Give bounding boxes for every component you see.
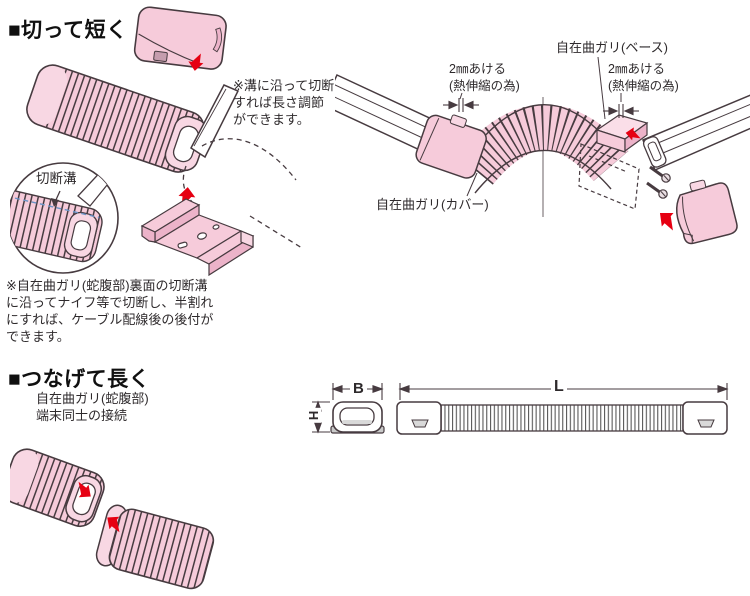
height-dimension-label: H [306,407,322,424]
base-mount-dashed-outline [578,143,640,210]
right-duct [642,94,750,171]
gap-left-label: 2㎜あける (熱伸縮の為) [449,62,520,93]
product-side-view [396,401,728,435]
duct-end-left [10,448,105,528]
connect-illustration [10,448,215,590]
corner-assembly-illustration [335,56,750,245]
cut-short-illustration [10,6,303,277]
cover-connector [415,114,487,179]
width-dimension-label: B [350,380,367,397]
detached-cover-piece [675,179,738,245]
duct-end-right [95,504,215,590]
dimension-diagram [312,383,729,435]
section-connect-heading: ■つなげて長く [8,368,151,391]
cut-groove-label: 切断溝 [36,171,77,186]
gap-right-label: 2㎜あける (熱伸縮の為) [608,62,679,93]
cover-label: 自在曲ガリ(カバー) [376,197,489,212]
duct-cap-piece [133,6,227,70]
base-label: 自在曲ガリ(ベース) [556,40,669,55]
corrugated-duct [26,64,208,173]
label-leader-lines [459,56,622,197]
split-base-tray [140,198,255,277]
groove-cut-note: ※溝に沿って切断 すれば長さ調節 ができます。 [233,78,335,128]
groove-pointer-arrowhead [51,198,59,207]
halving-note: ※自在曲ガリ(蛇腹部)裏面の切断溝 に沿ってナイフ等で切断し、半割れ にすれば、… [6,278,214,345]
magnified-groove-view [10,165,117,263]
knife-blade [190,84,240,159]
length-dimension-label: L [551,378,567,396]
mounting-screws [646,165,671,199]
width-dimension [331,383,384,400]
knife-edge-line [193,88,227,147]
duct-cross-section [330,401,385,434]
gap-indicator-left [443,98,479,112]
section-cut-heading: ■切って短く [8,19,128,42]
connect-description: 自在曲ガリ(蛇腹部) 端末同士の接続 [36,391,149,424]
